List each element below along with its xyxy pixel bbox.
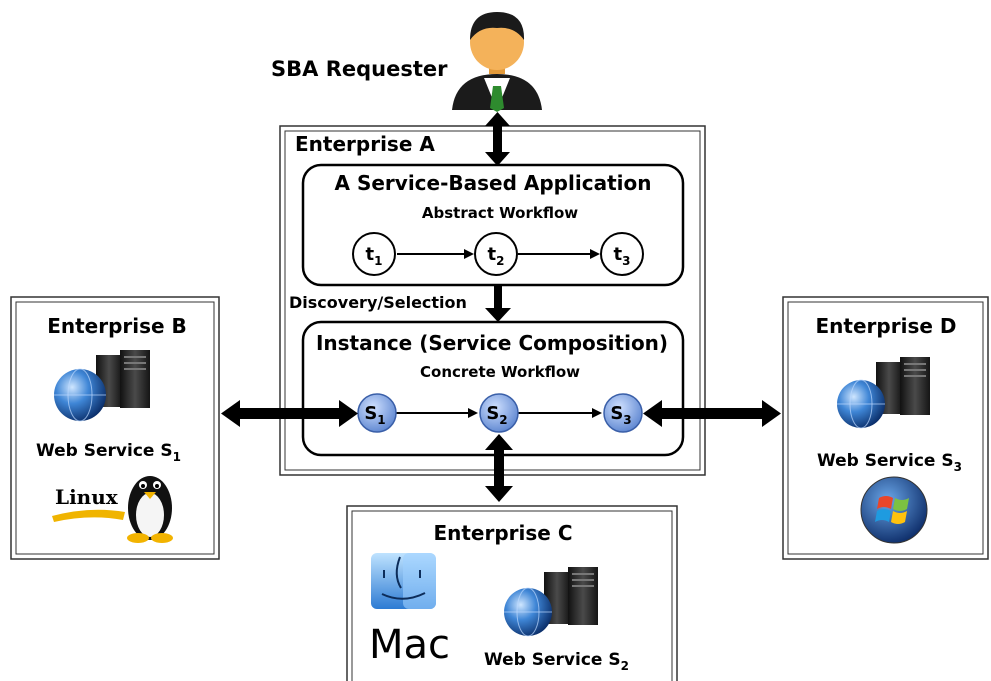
svg-text:S3: S3: [610, 403, 631, 427]
svg-text:t1: t1: [366, 244, 383, 268]
task-label: t: [366, 244, 375, 265]
linux-logo-text: Linux: [55, 485, 119, 509]
service-label: S: [486, 403, 499, 424]
server-icon: [876, 357, 930, 415]
service-subscript: 2: [499, 413, 507, 427]
service-flow-arrows: [396, 408, 602, 418]
service-node-s3: S3: [603, 393, 643, 433]
instance-title: Instance (Service Composition): [316, 331, 668, 355]
task-label: t: [614, 244, 623, 265]
enterprise-a-title: Enterprise A: [295, 132, 435, 156]
svg-text:Web Service S1: Web Service S1: [36, 441, 181, 464]
linux-logo: Linux: [52, 485, 125, 522]
svg-text:S1: S1: [364, 403, 385, 427]
enterprise-c-link-arrow: [485, 434, 513, 502]
svg-text:t2: t2: [488, 244, 505, 268]
task-subscript: 3: [622, 254, 630, 268]
instance-subtitle: Concrete Workflow: [420, 363, 580, 381]
discovery-arrow: [485, 286, 511, 322]
service-label: S: [610, 403, 623, 424]
svg-text:Web Service S3: Web Service S3: [817, 451, 962, 474]
enterprise-c-title: Enterprise C: [433, 521, 572, 545]
globe-icon: [54, 368, 106, 422]
discovery-label: Discovery/Selection: [289, 293, 467, 312]
globe-icon: [504, 587, 552, 637]
web-service-label: Web Service S: [484, 650, 621, 670]
enterprise-d-title: Enterprise D: [816, 314, 957, 338]
service-subscript: 3: [623, 413, 631, 427]
svg-text:Web Service S2: Web Service S2: [484, 650, 629, 673]
task-label: t: [488, 244, 497, 265]
application-subtitle: Abstract Workflow: [422, 204, 578, 222]
task-node-t1: t1: [352, 232, 396, 276]
globe-icon: [837, 379, 885, 429]
instance-box: [301, 320, 685, 457]
enterprise-d-link-arrow: [643, 400, 781, 427]
requester-label: SBA Requester: [271, 57, 448, 81]
svg-text:S2: S2: [486, 403, 507, 427]
task-flow-arrows: [397, 249, 600, 259]
service-node-s2: S2: [479, 393, 519, 433]
enterprise-b-title: Enterprise B: [47, 314, 187, 338]
web-service-subscript: 2: [621, 659, 629, 673]
requester-person-icon: [452, 12, 542, 112]
web-service-subscript: 1: [173, 450, 181, 464]
mac-finder-icon: [371, 553, 436, 609]
svg-text:t3: t3: [614, 244, 631, 268]
enterprise-b-link-arrow: [221, 400, 358, 427]
service-node-s1: S1: [357, 393, 397, 433]
task-subscript: 1: [374, 254, 382, 268]
application-title: A Service-Based Application: [335, 171, 652, 195]
mac-logo-text: Mac: [369, 622, 450, 668]
requester-arrow: [485, 112, 510, 166]
tux-penguin-icon: [127, 476, 173, 543]
server-icon: [96, 350, 150, 408]
web-service-label: Web Service S: [36, 441, 173, 461]
service-subscript: 1: [377, 413, 385, 427]
service-label: S: [364, 403, 377, 424]
task-node-t3: t3: [600, 232, 644, 276]
web-service-subscript: 3: [954, 460, 962, 474]
web-service-label: Web Service S: [817, 451, 954, 471]
task-node-t2: t2: [474, 232, 518, 276]
task-subscript: 2: [496, 254, 504, 268]
windows-logo-icon: [860, 476, 928, 544]
server-icon: [544, 567, 598, 625]
